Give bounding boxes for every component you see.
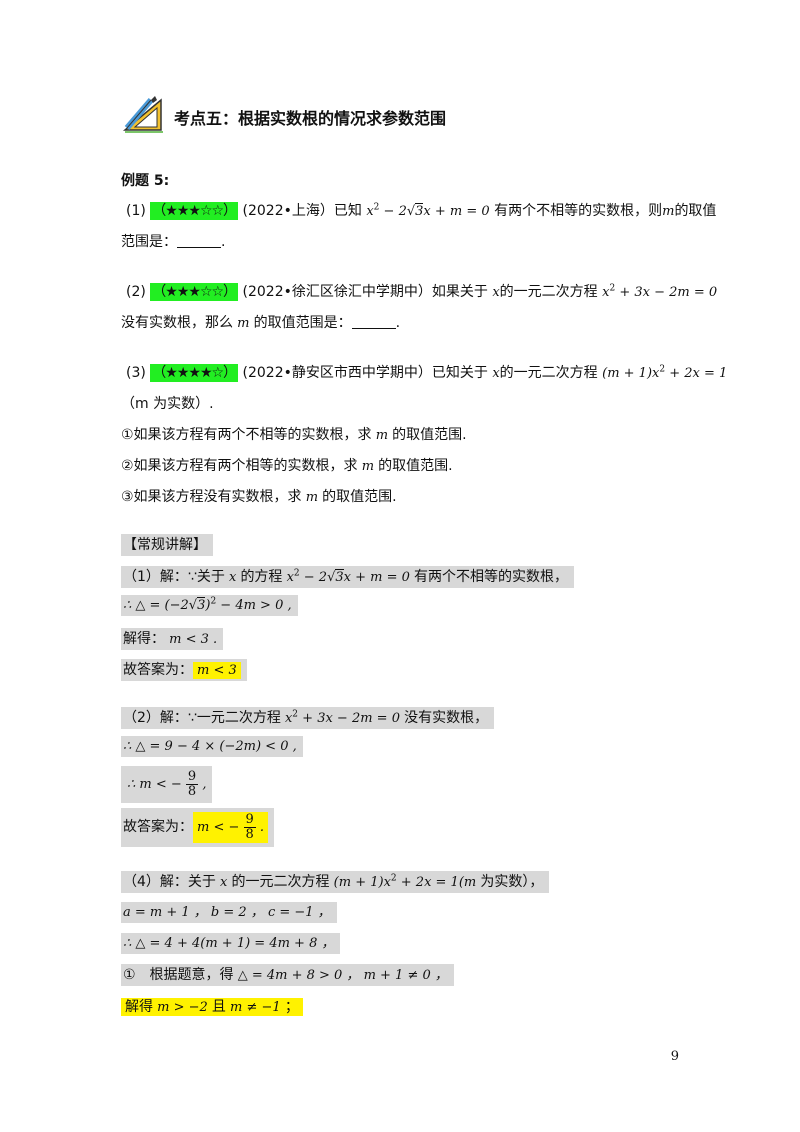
problem-3-q2: ②如果该方程有两个相等的实数根，求 m 的取值范围. [121, 458, 453, 474]
solution-2-line-2: ∴ △ = 9 − 4 × (−2m) < 0 , [121, 736, 303, 757]
page-number: 9 [670, 1049, 679, 1064]
equation: (m + 1)x2 + 2x = 1 [602, 364, 728, 381]
problem-1-line-1: (1) （★★★☆☆） (2022•上海）已知 x2 − 2√3x + m = … [126, 202, 717, 220]
problem-3-q3: ③如果该方程没有实数根，求 m 的取值范围. [121, 489, 397, 505]
equation: x2 + 3x − 2m = 0 [602, 283, 718, 300]
solution-4-line-4: ① 根据题意，得 △ = 4m + 8 > 0 ， m + 1 ≠ 0 ， [121, 964, 454, 986]
equation: x2 − 2√3x + m = 0 [366, 202, 490, 219]
solution-1-line-1: （1）解：∵关于 x 的方程 x2 − 2√3x + m = 0 有两个不相等的… [121, 566, 575, 588]
example-heading: 例题 5: [121, 173, 170, 189]
problem-2-line-2: 没有实数根，那么 m 的取值范围是：. [121, 315, 401, 331]
problem-2-line-1: (2) （★★★☆☆） (2022•徐汇区徐汇中学期中）如果关于 x的一元二次方… [126, 283, 718, 301]
solution-4-line-2: a = m + 1 ， b = 2 ， c = −1 ， [121, 901, 337, 923]
pencil-ruler-icon [122, 96, 163, 133]
solution-1-line-3: 解得： m < 3 . [121, 628, 224, 650]
solution-heading: 【常规讲解】 [121, 534, 213, 556]
solution-4-line-5: 解得 m > −2 且 m ≠ −1 ； [121, 996, 303, 1016]
problem-1-line-2: 范围是：. [121, 234, 226, 250]
solution-1-answer: 故答案为：m < 3 [121, 659, 247, 681]
difficulty-stars: （★★★★☆） [150, 364, 239, 382]
difficulty-stars: （★★★☆☆） [150, 283, 239, 301]
problem-3-line-2: （m 为实数）. [121, 396, 214, 412]
difficulty-stars: （★★★☆☆） [150, 202, 239, 220]
section-title: 考点五：根据实数根的情况求参数范围 [174, 109, 447, 128]
problem-3-line-1: (3) （★★★★☆） (2022•静安区市西中学期中）已知关于 x的一元二次方… [126, 364, 728, 382]
solution-4-line-1: （4）解：关于 x 的一元二次方程 (m + 1)x2 + 2x = 1(m 为… [121, 871, 550, 893]
solution-2-line-1: （2）解：∵一元二次方程 x2 + 3x − 2m = 0 没有实数根， [121, 707, 495, 729]
solution-1-line-2: ∴ △ = (−2√3)2 − 4m > 0 , [121, 595, 298, 617]
answer-highlight: m < 3 [193, 662, 241, 679]
solution-4-line-3: ∴ △ = 4 + 4(m + 1) = 4m + 8 ， [121, 932, 341, 954]
answer-blank [351, 316, 396, 329]
answer-blank [177, 235, 221, 248]
problem-3-q1: ①如果该方程有两个不相等的实数根，求 m 的取值范围. [121, 427, 467, 443]
answer-highlight: 解得 m > −2 且 m ≠ −1 ； [121, 998, 303, 1016]
